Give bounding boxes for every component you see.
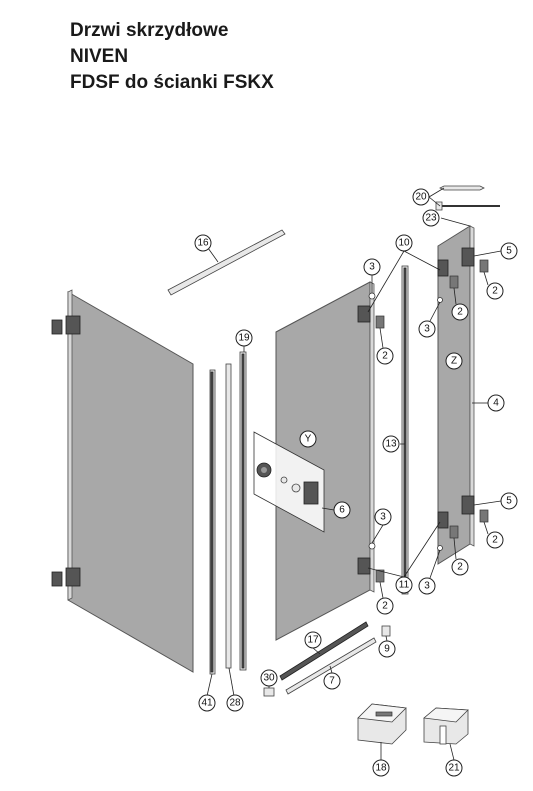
svg-text:28: 28 bbox=[229, 698, 241, 709]
title-line-3: FDSF do ścianki FSKX bbox=[70, 72, 274, 93]
seal-profile-13 bbox=[401, 265, 409, 595]
svg-text:18: 18 bbox=[375, 763, 387, 774]
callout-y: Y bbox=[299, 430, 317, 448]
svg-text:5: 5 bbox=[506, 246, 512, 257]
callout-10: 10 bbox=[395, 234, 413, 252]
svg-text:3: 3 bbox=[369, 262, 375, 273]
hinge-pad-top-left bbox=[51, 319, 63, 335]
callout-6: 6 bbox=[333, 501, 351, 519]
door-glass-panel bbox=[275, 281, 385, 641]
svg-text:17: 17 bbox=[307, 635, 319, 646]
profile-28 bbox=[225, 363, 232, 669]
callout-20: 20 bbox=[412, 188, 430, 206]
callout-13: 13 bbox=[382, 435, 400, 453]
callout-17: 17 bbox=[304, 631, 322, 649]
bottom-seal-17 bbox=[279, 621, 369, 681]
svg-text:19: 19 bbox=[238, 333, 250, 344]
callout-2: 2 bbox=[451, 558, 469, 576]
callout-11: 11 bbox=[395, 576, 413, 594]
svg-text:2: 2 bbox=[457, 562, 463, 573]
svg-text:2: 2 bbox=[457, 307, 463, 318]
profile-19 bbox=[239, 351, 247, 671]
callout-2: 2 bbox=[376, 347, 394, 365]
svg-text:41: 41 bbox=[201, 698, 213, 709]
left-glass-panel bbox=[51, 289, 194, 673]
svg-text:2: 2 bbox=[492, 286, 498, 297]
small-part-9 bbox=[381, 625, 391, 637]
callout-4: 4 bbox=[487, 394, 505, 412]
right-wall-panel bbox=[437, 225, 489, 565]
callout-2: 2 bbox=[486, 282, 504, 300]
profile-41 bbox=[209, 369, 216, 675]
title-line-1: Drzwi skrzydłowe bbox=[70, 20, 229, 41]
callout-2: 2 bbox=[486, 531, 504, 549]
svg-text:21: 21 bbox=[448, 763, 460, 774]
svg-text:20: 20 bbox=[415, 192, 427, 203]
svg-text:5: 5 bbox=[506, 496, 512, 507]
callout-30: 30 bbox=[260, 669, 278, 687]
svg-text:2: 2 bbox=[382, 351, 388, 362]
callout-16: 16 bbox=[194, 234, 212, 252]
cap-part-21 bbox=[423, 707, 469, 745]
callout-3: 3 bbox=[374, 508, 392, 526]
callout-19: 19 bbox=[235, 329, 253, 347]
callout-9: 9 bbox=[378, 640, 396, 658]
callout-5: 5 bbox=[500, 242, 518, 260]
svg-text:2: 2 bbox=[382, 601, 388, 612]
svg-text:10: 10 bbox=[398, 238, 410, 249]
bottom-profile-7 bbox=[285, 637, 377, 695]
callout-23: 23 bbox=[422, 209, 440, 227]
svg-text:23: 23 bbox=[425, 213, 437, 224]
svg-text:Y: Y bbox=[305, 434, 312, 445]
page-title: Drzwi skrzydłowe NIVEN FDSF do ścianki F… bbox=[70, 18, 274, 96]
callout-3: 3 bbox=[418, 320, 436, 338]
callout-3: 3 bbox=[363, 258, 381, 276]
svg-text:11: 11 bbox=[399, 580, 410, 591]
cap-part-18 bbox=[357, 703, 407, 745]
hinge-pad-bottom-left bbox=[51, 571, 63, 587]
svg-text:16: 16 bbox=[197, 238, 209, 249]
svg-text:7: 7 bbox=[329, 676, 335, 687]
callout-2: 2 bbox=[376, 597, 394, 615]
svg-text:13: 13 bbox=[385, 439, 397, 450]
callout-28: 28 bbox=[226, 694, 244, 712]
door-hinge-top bbox=[357, 305, 371, 323]
callout-z: Z bbox=[445, 352, 463, 370]
svg-text:9: 9 bbox=[384, 644, 390, 655]
callout-3: 3 bbox=[418, 577, 436, 595]
svg-text:4: 4 bbox=[493, 398, 499, 409]
wall-bracket-top bbox=[461, 247, 475, 267]
callout-2: 2 bbox=[451, 303, 469, 321]
wall-anchor-20 bbox=[435, 185, 500, 211]
svg-text:6: 6 bbox=[339, 505, 345, 516]
callout-18: 18 bbox=[372, 759, 390, 777]
svg-text:3: 3 bbox=[380, 512, 386, 523]
callout-5: 5 bbox=[500, 492, 518, 510]
callout-7: 7 bbox=[323, 672, 341, 690]
detail-y-handle bbox=[253, 431, 325, 533]
svg-text:3: 3 bbox=[424, 324, 430, 335]
title-line-2: NIVEN bbox=[70, 46, 129, 67]
svg-text:3: 3 bbox=[424, 581, 430, 592]
callout-21: 21 bbox=[445, 759, 463, 777]
callout-41: 41 bbox=[198, 694, 216, 712]
svg-text:30: 30 bbox=[263, 673, 275, 684]
top-rod-16 bbox=[167, 229, 286, 296]
svg-text:2: 2 bbox=[492, 535, 498, 546]
small-part-30 bbox=[263, 687, 275, 697]
wall-bracket-bottom bbox=[461, 495, 475, 515]
svg-text:Z: Z bbox=[451, 356, 457, 367]
door-hinge-bottom bbox=[357, 557, 371, 575]
